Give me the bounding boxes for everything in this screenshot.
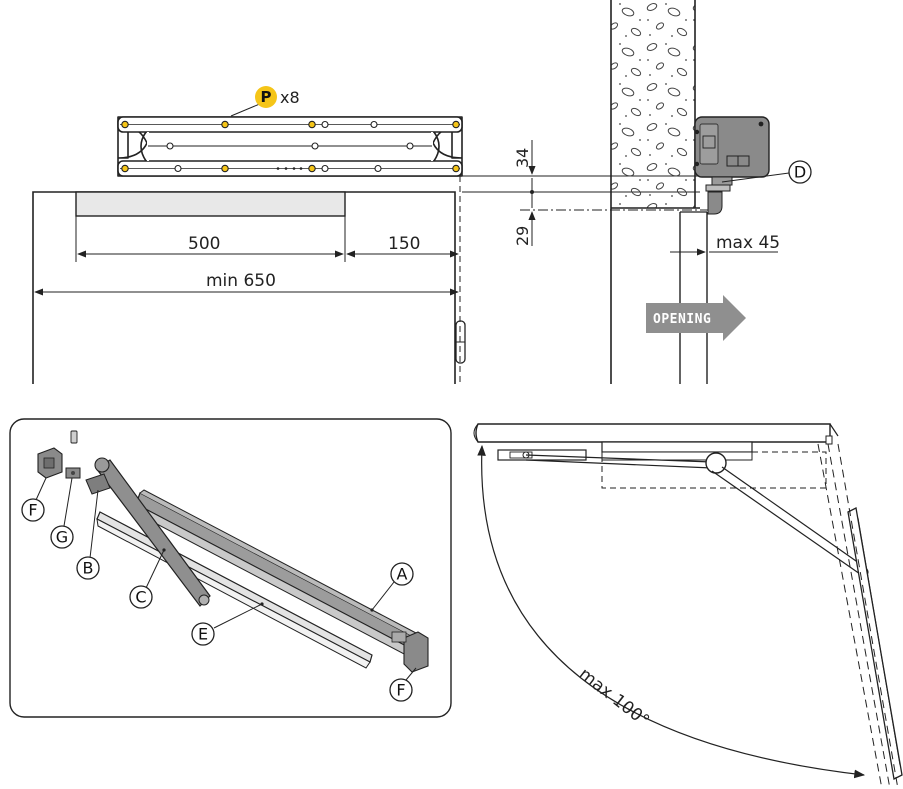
callout-d: D: [721, 160, 812, 184]
dimension-29: 29: [513, 226, 532, 246]
callout-b-label: B: [83, 559, 94, 578]
callout-g-label: G: [56, 528, 68, 547]
callout-f-bottom-label: F: [396, 681, 405, 700]
components-panel: [9, 418, 452, 718]
dimension-34-29: 34 29: [513, 140, 536, 246]
p-screw-holes: [121, 120, 460, 173]
callout-a-label: A: [397, 565, 408, 584]
callout-p-quantity: x8: [280, 88, 300, 107]
top-view-opening: max 100°: [473, 423, 903, 789]
dimension-min650: min 650: [206, 271, 276, 291]
dimension-500: 500: [188, 234, 220, 254]
callout-d-label: D: [794, 163, 806, 182]
dimension-500-150: 500 150: [75, 216, 459, 262]
wall-section: [610, 0, 708, 384]
dimension-150: 150: [388, 234, 420, 254]
dimension-max45: max 45: [716, 233, 780, 253]
p-badge: [255, 86, 277, 108]
callout-f-top-label: F: [28, 501, 37, 520]
dimension-34: 34: [513, 148, 532, 168]
mounting-plate: [117, 116, 463, 177]
callout-p: P x8: [230, 86, 300, 117]
arm-cover-profile: [75, 191, 346, 217]
components-drawing: [37, 430, 429, 673]
max-100-angle-label: max 100°: [575, 664, 653, 731]
operator-unit: [694, 116, 770, 215]
opening-arrow: OPENING: [646, 295, 746, 341]
callout-c-label: C: [135, 588, 146, 607]
component-f-endcap: [403, 631, 429, 673]
component-callouts: F G B C E A F: [21, 477, 417, 702]
callout-e-label: E: [198, 625, 208, 644]
door-front-view: [32, 191, 466, 384]
opening-label: OPENING: [653, 312, 711, 327]
dimension-min-650: min 650: [34, 271, 459, 296]
dimension-max-45: max 45: [670, 212, 780, 260]
callout-p-letter: P: [261, 88, 272, 106]
